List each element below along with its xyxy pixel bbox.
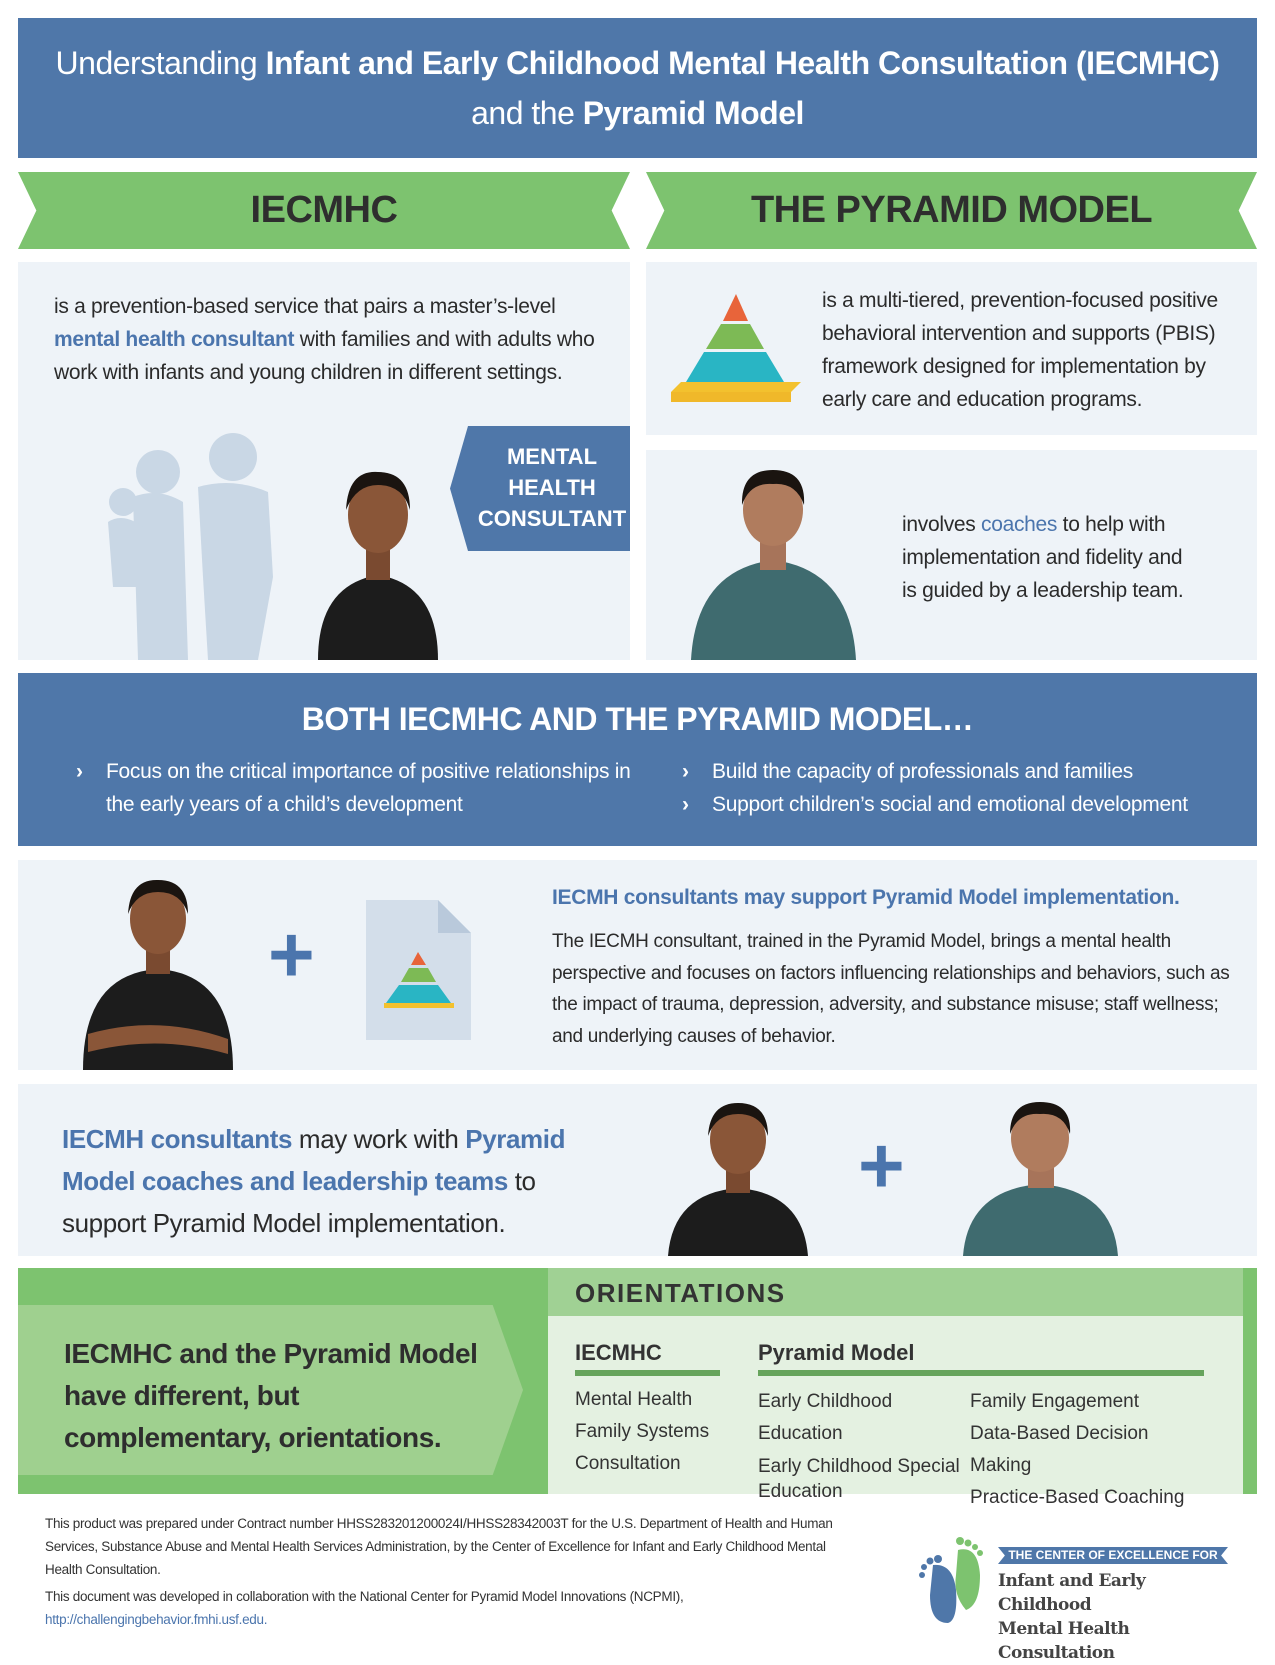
highlight: mental health consultant <box>54 328 295 351</box>
footer-text: This product was prepared under Contract… <box>45 1512 855 1631</box>
footer-link[interactable]: http://challengingbehavior.fmhi.usf.edu. <box>45 1612 268 1627</box>
logo-wordmark: Infant and Early Childhood Mental Health… <box>998 1569 1238 1665</box>
center-of-excellence-logo: THE CENTER OF EXCELLENCE FOR Infant and … <box>918 1535 1238 1663</box>
iecmhc-panel: is a prevention-based service that pairs… <box>18 262 630 660</box>
orientation-item: Consultation <box>575 1453 681 1474</box>
orientations-statement-box: IECMHC and the Pyramid Model have differ… <box>18 1305 523 1475</box>
list-item: › Focus on the critical importance of pos… <box>76 755 636 821</box>
orientation-item: Early Childhood Special Education <box>758 1456 960 1502</box>
pyramid-description: is a multi-tiered, prevention-focused po… <box>822 289 1218 411</box>
consultant-woman-arms-crossed-photo <box>83 879 233 1070</box>
plus-icon: + <box>858 1121 905 1210</box>
footprints-icon <box>919 1537 983 1623</box>
chevron-right-icon: › <box>682 793 689 816</box>
orientations-title: ORIENTATIONS <box>548 1268 1243 1316</box>
title-prefix: Understanding <box>55 45 266 81</box>
logo-line: Infant and Early Childhood <box>998 1571 1146 1615</box>
orientation-item: Mental Health <box>575 1389 693 1410</box>
pyramid-document-icon <box>366 900 471 1040</box>
highlight: Pyramid Model coaches and leadership tea… <box>62 1124 566 1196</box>
banner-pyramid-model: THE PYRAMID MODEL <box>646 172 1257 249</box>
title-prefix-2: and the <box>471 95 583 131</box>
logo-line: Mental Health Consultation <box>998 1619 1130 1663</box>
orientations-statement: IECMHC and the Pyramid Model have differ… <box>64 1338 478 1453</box>
banner-iecmhc: IECMHC <box>18 172 630 249</box>
both-list-left: › Focus on the critical importance of pos… <box>76 755 636 821</box>
orientation-item: Family Engagement <box>970 1391 1139 1412</box>
both-list-right: › Build the capacity of professionals and… <box>682 755 1242 821</box>
support-title: IECMH consultants may support Pyramid Mo… <box>552 886 1180 909</box>
pyramid-model-column-heading: Pyramid Model <box>758 1340 1204 1376</box>
coach-man-photo <box>691 470 856 660</box>
iecmhc-description: is a prevention-based service that pairs… <box>54 290 614 389</box>
iecmhc-column-heading: IECMHC <box>575 1340 720 1376</box>
highlight: IECMH consultants <box>62 1124 293 1154</box>
orientations-table: IECMHC Mental Health Family Systems Cons… <box>548 1316 1243 1508</box>
collaboration-panel: IECMH consultants may work with Pyramid … <box>18 1084 1257 1256</box>
highlight: coaches <box>981 513 1058 536</box>
title-bold: Infant and Early Childhood Mental Health… <box>265 45 1220 81</box>
item-text: Focus on the critical importance of posi… <box>106 760 631 816</box>
support-body: The IECMH consultant, trained in the Pyr… <box>552 931 1230 1047</box>
page-title: Understanding Infant and Early Childhood… <box>18 18 1257 158</box>
list-item: › Support children’s social and emotional… <box>682 788 1242 821</box>
footer-collaboration: This document was developed in collabora… <box>45 1589 684 1604</box>
text: to help with implementation and fidelity… <box>902 513 1184 602</box>
text: is a prevention-based service that pairs… <box>54 295 556 318</box>
consultant-woman-photo <box>668 1103 808 1256</box>
orientation-item: Data-Based Decision Making <box>970 1423 1149 1476</box>
coach-panel: involves coaches to help with implementa… <box>646 450 1257 660</box>
plus-icon: + <box>268 910 315 999</box>
pyramid-panel: is a multi-tiered, prevention-focused po… <box>646 262 1257 435</box>
item-text: Build the capacity of professionals and … <box>712 760 1134 783</box>
coach-description: involves coaches to help with implementa… <box>902 508 1202 607</box>
collaboration-text: IECMH consultants may work with Pyramid … <box>62 1118 622 1244</box>
text: may work with <box>292 1124 466 1154</box>
consultant-woman-photo <box>318 471 438 660</box>
footer-contract: This product was prepared under Contract… <box>45 1516 833 1577</box>
orientation-item: Family Systems <box>575 1421 710 1442</box>
chevron-right-icon: › <box>76 760 83 783</box>
list-item: › Build the capacity of professionals and… <box>682 755 1242 788</box>
text: to support Pyramid Model implementation. <box>62 1166 536 1238</box>
mental-health-consultant-tag: MENTAL HEALTH CONSULTANT <box>450 426 630 551</box>
text: with families and with adults who work w… <box>54 328 595 384</box>
both-section: BOTH IECMHC AND THE PYRAMID MODEL… › Focu… <box>18 673 1257 846</box>
pyramid-model-graphic <box>671 294 801 402</box>
logo-banner: THE CENTER OF EXCELLENCE FOR <box>998 1547 1228 1564</box>
both-title: BOTH IECMHC AND THE PYRAMID MODEL… <box>301 701 974 737</box>
coach-man-photo <box>963 1102 1118 1256</box>
item-text: Support children’s social and emotional … <box>712 793 1188 816</box>
text: involves <box>902 513 982 536</box>
family-silhouette-image <box>108 433 273 660</box>
orientation-item: Early Childhood Education <box>758 1391 893 1444</box>
chevron-right-icon: › <box>682 760 689 783</box>
orientation-item: Practice-Based Coaching <box>970 1487 1185 1508</box>
support-panel: + IECMH consultants may support Pyramid … <box>18 860 1257 1070</box>
title-bold-2: Pyramid Model <box>582 95 805 131</box>
